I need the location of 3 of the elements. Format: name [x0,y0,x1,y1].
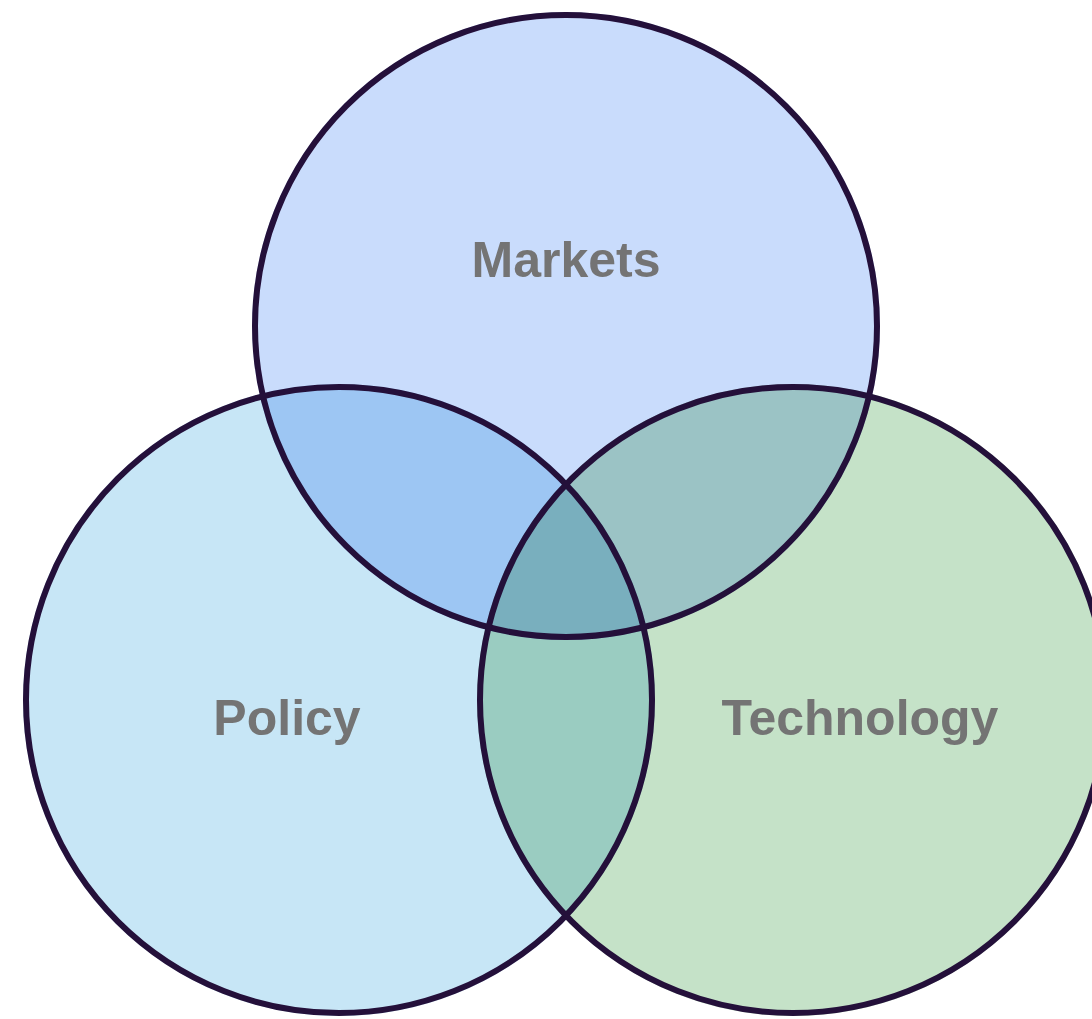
circle-label: Markets [471,231,661,289]
circle-label: Policy [213,689,361,747]
circle-label: Technology [721,689,999,747]
